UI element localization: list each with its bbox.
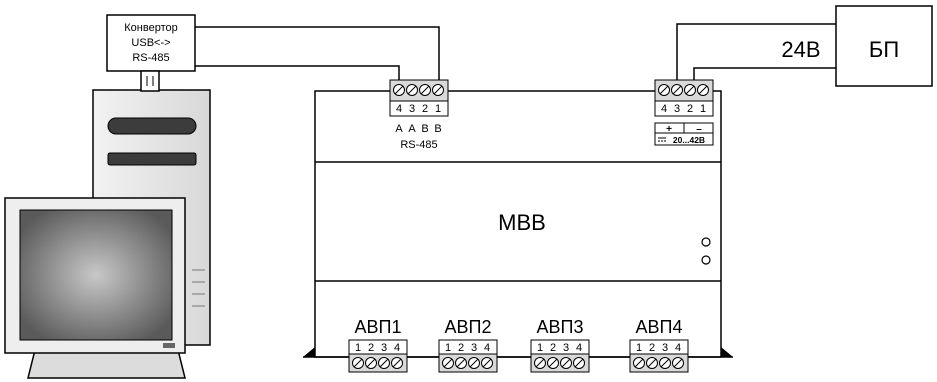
rs485-terminal: 4 3 2 1 A A B B RS-485 <box>389 79 449 151</box>
input-pin-label: 3 <box>471 342 477 354</box>
module-label: МВВ <box>498 210 546 235</box>
optical-drive <box>107 152 197 166</box>
dc-symbol-icon <box>658 137 666 142</box>
input-pin-label: 4 <box>394 342 400 354</box>
indicator-led-2 <box>701 255 711 265</box>
rs485-pin-label: 2 <box>422 103 428 115</box>
power-terminal: 4 3 2 1 + – 20...42В <box>654 79 714 146</box>
converter-label-line3: RS-485 <box>132 52 169 64</box>
wire-psu-pin3 <box>693 67 836 80</box>
rs485-pin-label: 1 <box>435 103 441 115</box>
rs485-signal-label: B <box>421 123 428 135</box>
power-supply: БП 24В <box>781 5 933 87</box>
input-pin-label: 2 <box>649 342 655 354</box>
input-pin-label: 3 <box>563 342 569 354</box>
wire-psu-pin1 <box>676 23 836 80</box>
power-pin-label: 4 <box>661 103 667 115</box>
converter-box: Конвертор USB<-> RS-485 <box>106 14 196 92</box>
wire-converter-pin1 <box>194 26 440 80</box>
power-pin-label: 1 <box>700 103 706 115</box>
power-plus-label: + <box>666 124 672 135</box>
rs485-signal-label: A <box>408 123 416 135</box>
input-label: АВП1 <box>355 317 402 337</box>
input-pin-label: 1 <box>355 342 361 354</box>
input-pin-label: 2 <box>458 342 464 354</box>
converter-label-line1: Конвертор <box>124 22 177 34</box>
rs485-pin-label: 3 <box>409 103 415 115</box>
pc-monitor <box>4 197 186 379</box>
rs485-signal-label: B <box>434 123 441 135</box>
power-pin-label: 3 <box>674 103 680 115</box>
input-pin-label: 2 <box>368 342 374 354</box>
monitor-screen <box>19 209 173 341</box>
power-minus-label: – <box>696 124 702 135</box>
input-pin-label: 1 <box>445 342 451 354</box>
input-label: АВП3 <box>537 317 584 337</box>
input-pin-label: 1 <box>636 342 642 354</box>
rs485-signal-label: A <box>395 123 403 135</box>
power-pin-label: 2 <box>687 103 693 115</box>
input-pin-label: 2 <box>550 342 556 354</box>
input-pin-label: 1 <box>537 342 543 354</box>
module-mvv: МВВ <box>303 90 733 358</box>
input-pin-label: 3 <box>662 342 668 354</box>
input-pin-label: 4 <box>484 342 490 354</box>
input-label: АВП2 <box>445 317 492 337</box>
usb-plug <box>140 70 160 92</box>
wires <box>194 23 836 80</box>
supply-voltage-label: 24В <box>781 37 820 62</box>
indicator-led-1 <box>701 237 711 247</box>
input-pin-label: 3 <box>381 342 387 354</box>
input-label: АВП4 <box>636 317 683 337</box>
rs485-pin-label: 4 <box>396 103 402 115</box>
converter-label-line2: USB<-> <box>131 37 170 49</box>
floppy-drive <box>107 117 197 135</box>
input-pin-label: 4 <box>576 342 582 354</box>
power-supply-label: БП <box>869 37 899 62</box>
power-voltage-range: 20...42В <box>673 135 705 145</box>
rs485-label: RS-485 <box>400 139 437 151</box>
wire-converter-pin4 <box>194 65 400 80</box>
input-pin-label: 4 <box>675 342 681 354</box>
